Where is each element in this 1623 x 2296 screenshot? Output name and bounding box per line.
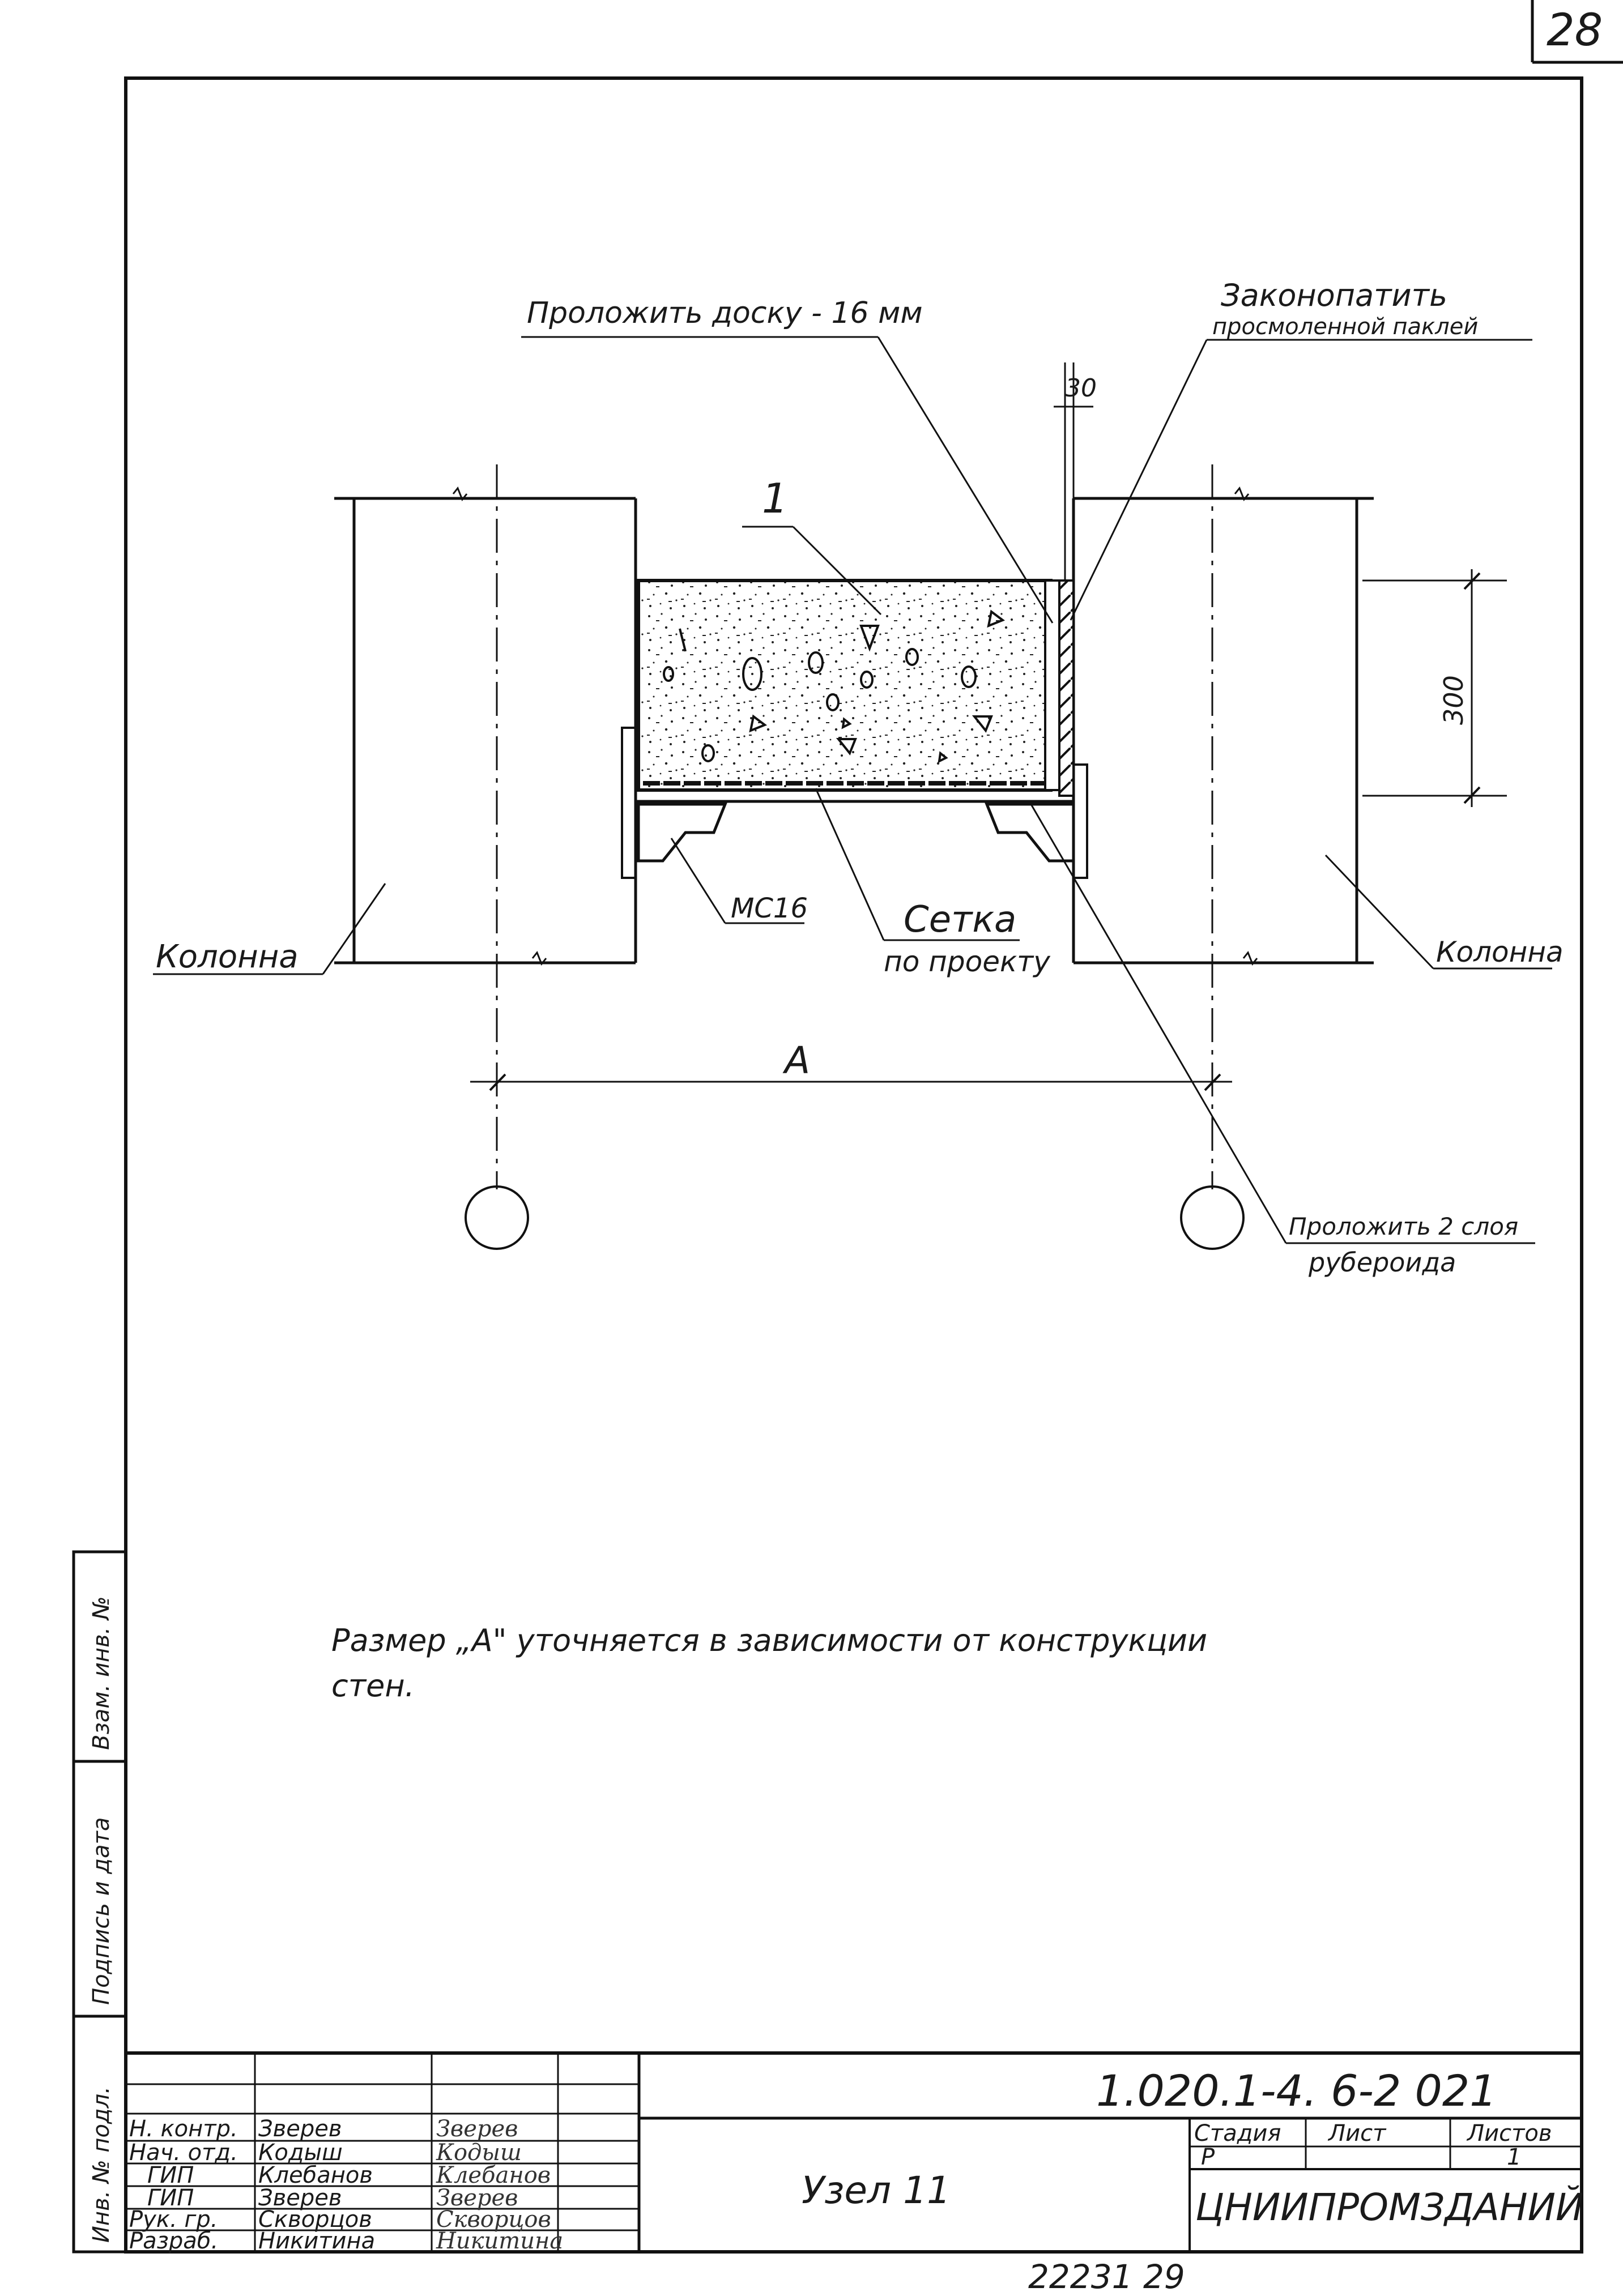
name-gip-2: Зверев — [258, 2185, 342, 2211]
drawing-frame — [124, 76, 1583, 2254]
axis-marker-right — [1180, 1185, 1245, 1250]
label-column-right: Колонна — [1436, 936, 1564, 968]
document-code: 1.020.1-4. 6-2 021 — [1096, 2065, 1497, 2116]
label-ruberoid-line1: Проложить 2 слоя — [1289, 1213, 1518, 1240]
label-ruberoid-line2: рубероида — [1308, 1247, 1456, 1278]
concrete-aggregate — [663, 609, 1006, 763]
page-number-box: 28 — [1531, 0, 1623, 64]
role-ruk-gr: Рук. гр. — [129, 2207, 218, 2233]
stage-header: Стадия — [1194, 2120, 1281, 2146]
column-right — [1072, 486, 1374, 966]
node-drawing — [153, 336, 1552, 1250]
signature-gip-2: Зверев — [436, 2185, 518, 2211]
dim-300: 300 — [1438, 675, 1469, 725]
drawing-title: Узел 11 — [802, 2169, 951, 2212]
title-block — [126, 2051, 1582, 2252]
name-nach-otd: Кодыш — [258, 2140, 343, 2166]
board-16mm — [1044, 579, 1060, 791]
note-line1: Размер „А" уточняется в зависимости от к… — [331, 1623, 1207, 1658]
role-n-kontr: Н. контр. — [129, 2116, 238, 2142]
label-caulk-line2: просмоленной паклей — [1212, 314, 1478, 340]
role-gip-2: ГИП — [147, 2185, 194, 2211]
name-ruk-gr: Скворцов — [258, 2207, 372, 2233]
side-stamp: Взам. инв. № Подпись и дата Инв. № подл. — [72, 1550, 127, 2254]
caulking — [1058, 579, 1075, 797]
label-mc16: МС16 — [731, 893, 808, 924]
label-mesh-line1: Сетка — [904, 899, 1016, 941]
organization: ЦНИИПРОМЗДАНИЙ — [1195, 2185, 1583, 2229]
side-stamp-inv-vzam: Взам. инв. № — [88, 1596, 114, 1750]
side-stamp-sign-date: Подпись и дата — [88, 1817, 114, 2005]
bottom-number: 22231 29 — [1028, 2257, 1185, 2296]
signature-nach-otd: Кодыш — [436, 2140, 522, 2166]
axis-marker-left — [465, 1185, 529, 1250]
role-razrab: Разраб. — [129, 2228, 218, 2254]
label-caulk-line1: Законопатить — [1221, 278, 1447, 313]
name-gip-1: Клебанов — [258, 2162, 373, 2188]
name-razrab: Никитина — [258, 2228, 375, 2254]
signature-ruk-gr: Скворцов — [436, 2207, 551, 2233]
label-item-1: 1 — [762, 475, 788, 522]
sheets-value: 1 — [1507, 2144, 1521, 2170]
concrete-panel — [637, 579, 1053, 792]
page-number: 28 — [1547, 5, 1603, 56]
dim-A: A — [782, 1039, 810, 1082]
name-n-kontr: Зверев — [258, 2116, 342, 2142]
label-column-left: Колонна — [156, 938, 299, 975]
signature-gip-1: Клебанов — [436, 2162, 551, 2188]
role-nach-otd: Нач. отд. — [129, 2140, 238, 2166]
signature-razrab: Никитина — [436, 2228, 563, 2254]
signature-n-kontr: Зверев — [436, 2116, 518, 2142]
label-mesh-line2: по проекту — [884, 945, 1051, 978]
sheet-header: Лист — [1327, 2120, 1387, 2146]
note-line2: стен. — [331, 1668, 415, 1704]
support-bracket-left — [637, 803, 727, 863]
side-stamp-inv-orig: Инв. № подл. — [88, 2086, 114, 2243]
support-bracket-right — [985, 803, 1075, 863]
sheets-header: Листов — [1466, 2120, 1552, 2146]
dim-30: 30 — [1065, 374, 1097, 403]
label-board: Проложить доску - 16 мм — [527, 296, 923, 330]
stage-value: Р — [1201, 2144, 1215, 2170]
role-gip-1: ГИП — [147, 2162, 194, 2188]
